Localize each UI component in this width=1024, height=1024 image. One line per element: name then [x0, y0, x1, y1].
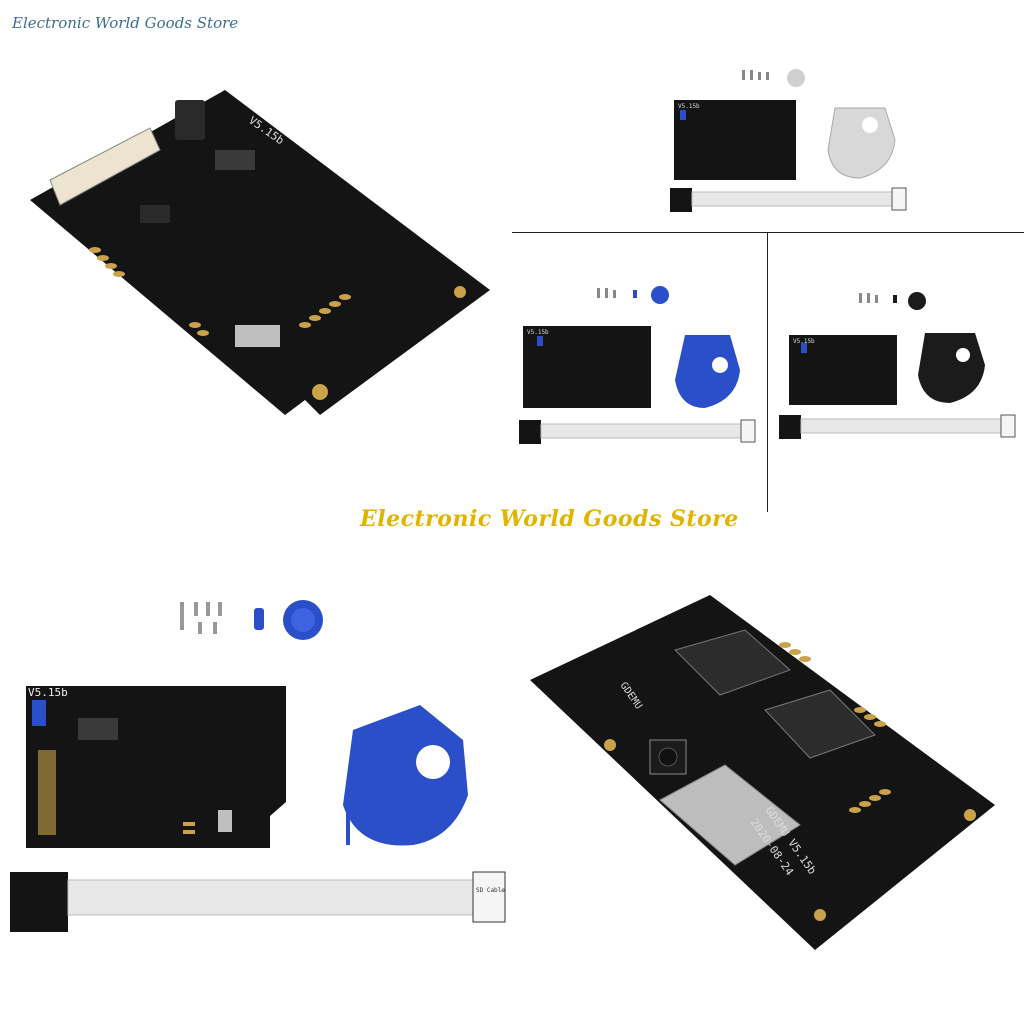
divider-horizontal: [512, 232, 1024, 233]
kit-photo-black-small: V5.15b: [779, 292, 1016, 439]
board-version-label: V5.15b: [793, 338, 815, 345]
board-version-label: V5.15b: [28, 686, 68, 699]
kit-photo-blue-small: V5.15b: [519, 286, 756, 444]
pcb-photo-bottom-right: GDEMU GDEMU V5.15b 2020-08-24: [530, 595, 995, 950]
sd-cable-label: SD Cable: [476, 887, 505, 894]
divider-vertical: [767, 232, 768, 512]
board-version-label: V5.15b: [527, 329, 549, 336]
board-version-label: V5.15b: [678, 103, 700, 110]
watermark-middle: Electronic World Goods Store: [360, 506, 739, 532]
watermark-top: Electronic World Goods Store: [12, 14, 239, 32]
kit-photo-blue-large: V5.15b SD Cable: [10, 600, 506, 932]
kit-photo-white: V5.15b: [670, 69, 907, 212]
pcb-photo-top-left: V5.15b: [30, 90, 490, 415]
